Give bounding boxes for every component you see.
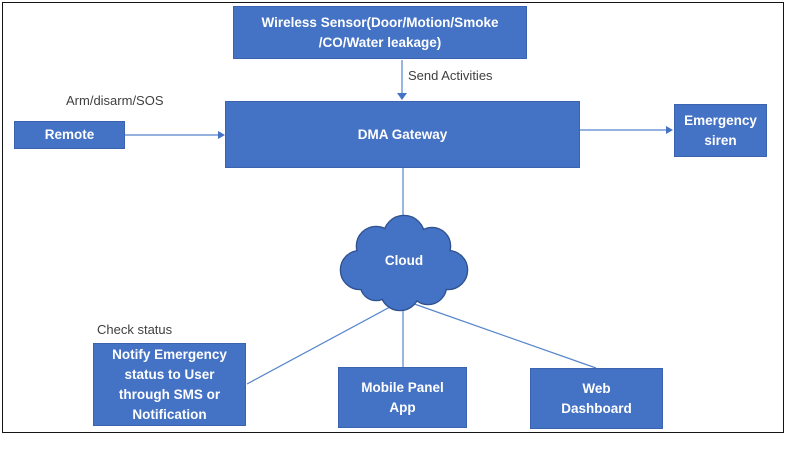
edge-label-arm-disarm-sos: Arm/disarm/SOS xyxy=(66,93,164,108)
edge-label-check-status: Check status xyxy=(97,322,173,337)
edge-label-send-activities: Send Activities xyxy=(408,68,493,83)
node-mobile-panel-app: Mobile Panel App xyxy=(338,367,467,428)
node-remote: Remote xyxy=(14,121,125,149)
node-web-dashboard: Web Dashboard xyxy=(530,368,663,429)
node-dma-gateway: DMA Gateway xyxy=(225,101,580,168)
cloud-label: Cloud xyxy=(384,253,424,268)
node-wireless-sensor: Wireless Sensor(Door/Motion/Smoke /CO/Wa… xyxy=(233,6,527,59)
node-emergency-siren: Emergency siren xyxy=(674,104,767,157)
node-notify-emergency: Notify Emergency status to User through … xyxy=(93,343,246,426)
